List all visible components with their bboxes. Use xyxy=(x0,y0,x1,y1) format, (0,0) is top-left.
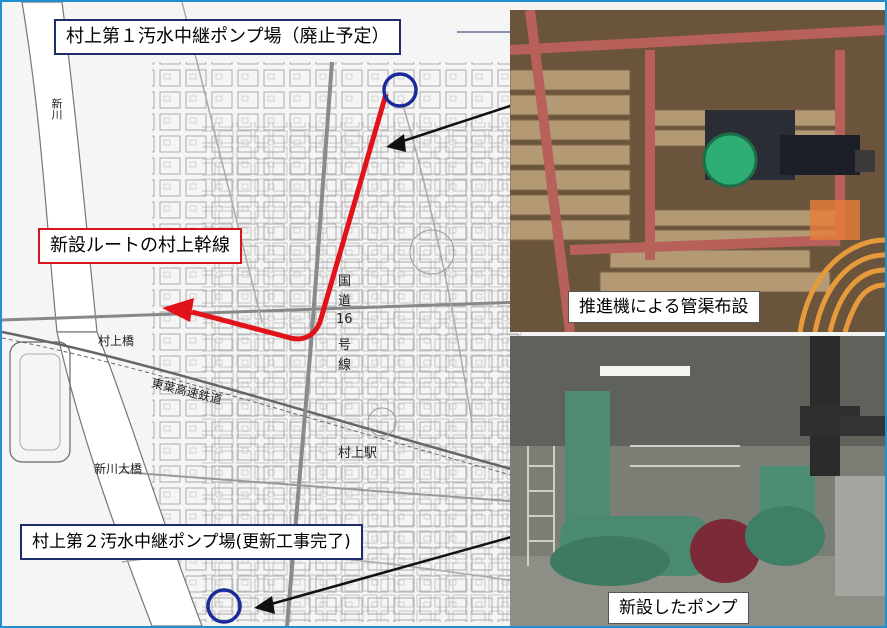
map: 新川 村上橋 東葉高速鉄道 国 道 16 号 線 村上駅 新川大橋 xyxy=(2,2,522,626)
map-label-bridge: 村上橋 xyxy=(98,334,135,348)
pump-station-2-marker xyxy=(206,588,242,624)
arrow-to-photo2 xyxy=(263,532,522,608)
label-new-route: 新設ルートの村上幹線 xyxy=(38,228,242,264)
photo-pipe-jacking xyxy=(510,10,885,332)
map-drawing xyxy=(2,2,522,626)
route-arrowhead xyxy=(162,298,194,322)
label-pump-station-1: 村上第１汚水中継ポンプ場（廃止予定） xyxy=(54,19,402,55)
photo-pipe-jacking-image xyxy=(510,10,885,332)
photo-new-pump-image xyxy=(510,336,885,626)
photo-new-pump xyxy=(510,336,885,626)
map-label-route16-a: 国 xyxy=(338,274,352,289)
arrow-to-photo1 xyxy=(393,100,522,146)
map-label-route16-d: 号 xyxy=(338,338,352,353)
sports-field xyxy=(9,341,71,463)
map-label-big-bridge: 新川大橋 xyxy=(94,462,143,476)
pump-station-1-marker xyxy=(382,72,418,108)
map-label-route16-e: 線 xyxy=(338,358,352,373)
road-murakami xyxy=(2,300,522,322)
new-route-line xyxy=(191,93,389,342)
caption-new-pump: 新設したポンプ xyxy=(608,592,749,624)
map-label-river: 新川 xyxy=(50,98,63,120)
railway-toyo xyxy=(2,330,522,474)
label-pump-station-2: 村上第２汚水中継ポンプ場(更新工事完了) xyxy=(20,524,363,560)
map-label-station: 村上駅 xyxy=(338,446,378,461)
caption-pipe-jacking: 推進機による管渠布設 xyxy=(568,291,760,323)
map-label-route16-b: 道 xyxy=(338,294,352,309)
map-label-route16-c: 16 xyxy=(336,312,353,327)
